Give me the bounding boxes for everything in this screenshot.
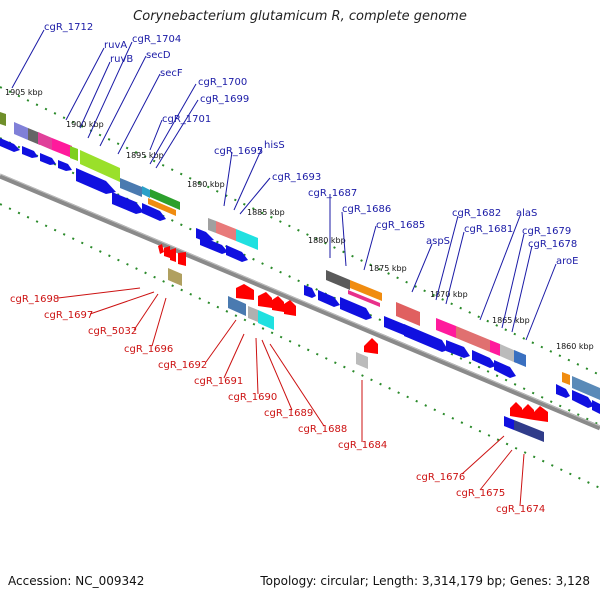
minus-feature-blocks [168,268,544,442]
minus-strand-arrows [158,244,548,422]
gene-label-cgR_1685: cgR_1685 [376,220,425,231]
gene-label-cgR_1681: cgR_1681 [464,224,513,235]
gene-label-cgR_1698: cgR_1698 [10,294,59,305]
plus-leader-lines [11,29,557,341]
gene-label-cgR_1684: cgR_1684 [338,440,387,451]
gene-label-aroE: aroE [556,256,578,267]
gene-label-cgR_1700: cgR_1700 [198,77,247,88]
gene-label-secF: secF [160,68,183,79]
gene-label-cgR_1679: cgR_1679 [522,226,571,237]
gene-label-cgR_5032: cgR_5032 [88,326,137,337]
gene-label-cgR_1675: cgR_1675 [456,488,505,499]
plus-strand-labels: cgR_1712 ruvA ruvB cgR_1704 secD secF cg… [44,22,578,267]
gene-label-aspS: aspS [426,236,450,247]
gene-label-cgR_1687: cgR_1687 [308,188,357,199]
gene-label-cgR_1689: cgR_1689 [264,408,313,419]
gene-label-secD: secD [146,50,171,61]
gene-label-cgR_1699: cgR_1699 [200,94,249,105]
gene-label-cgR_1692: cgR_1692 [158,360,207,371]
gene-label-cgR_1697: cgR_1697 [44,310,93,321]
gene-label-cgR_1682: cgR_1682 [452,208,501,219]
genome-summary-label: Topology: circular; Length: 3,314,179 bp… [260,574,590,588]
gene-label-cgR_1701: cgR_1701 [162,114,211,125]
plus-feature-blocks [0,112,600,400]
scale-label-1900: 1900 kbp [66,120,104,129]
scale-label-1880: 1880 kbp [308,236,346,245]
gene-label-cgR_1693: cgR_1693 [272,172,321,183]
gene-label-cgR_1688: cgR_1688 [298,424,347,435]
gene-label-cgR_1695: cgR_1695 [214,146,263,157]
gene-label-cgR_1674: cgR_1674 [496,504,545,515]
dotted-track-minus [0,203,600,489]
gene-label-cgR_1704: cgR_1704 [132,34,181,45]
gene-label-cgR_1678: cgR_1678 [528,239,577,250]
scale-label-1860: 1860 kbp [556,342,594,351]
gene-label-cgR_1696: cgR_1696 [124,344,173,355]
scale-label-1890: 1890 kbp [187,180,225,189]
minus-strand-labels: cgR_1698 cgR_1697 cgR_5032 cgR_1696 cgR_… [10,294,545,515]
map-title: Corynebacterium glutamicum R, complete g… [133,9,467,24]
scale-label-1875: 1875 kbp [369,264,407,273]
gene-label-hisS: hisS [264,140,285,151]
scale-label-1905: 1905 kbp [5,88,43,97]
plus-strand-arrows [0,138,600,414]
gene-label-cgR_1690: cgR_1690 [228,392,277,403]
genome-backbone [0,173,600,431]
gene-label-ruvA: ruvA [104,40,127,51]
scale-label-1895: 1895 kbp [126,151,164,160]
gene-label-ruvB: ruvB [110,54,133,65]
gene-label-cgR_1686: cgR_1686 [342,204,391,215]
minus-leader-lines [57,287,525,507]
scale-label-1865: 1865 kbp [492,316,530,325]
scale-label-1885: 1885 kbp [247,208,285,217]
dotted-track-outer [0,86,600,376]
gene-label-alaS: alaS [516,208,537,219]
gene-label-cgR_1712: cgR_1712 [44,22,93,33]
gene-label-cgR_1676: cgR_1676 [416,472,465,483]
gene-label-cgR_1691: cgR_1691 [194,376,243,387]
accession-label: Accession: NC_009342 [8,574,145,588]
